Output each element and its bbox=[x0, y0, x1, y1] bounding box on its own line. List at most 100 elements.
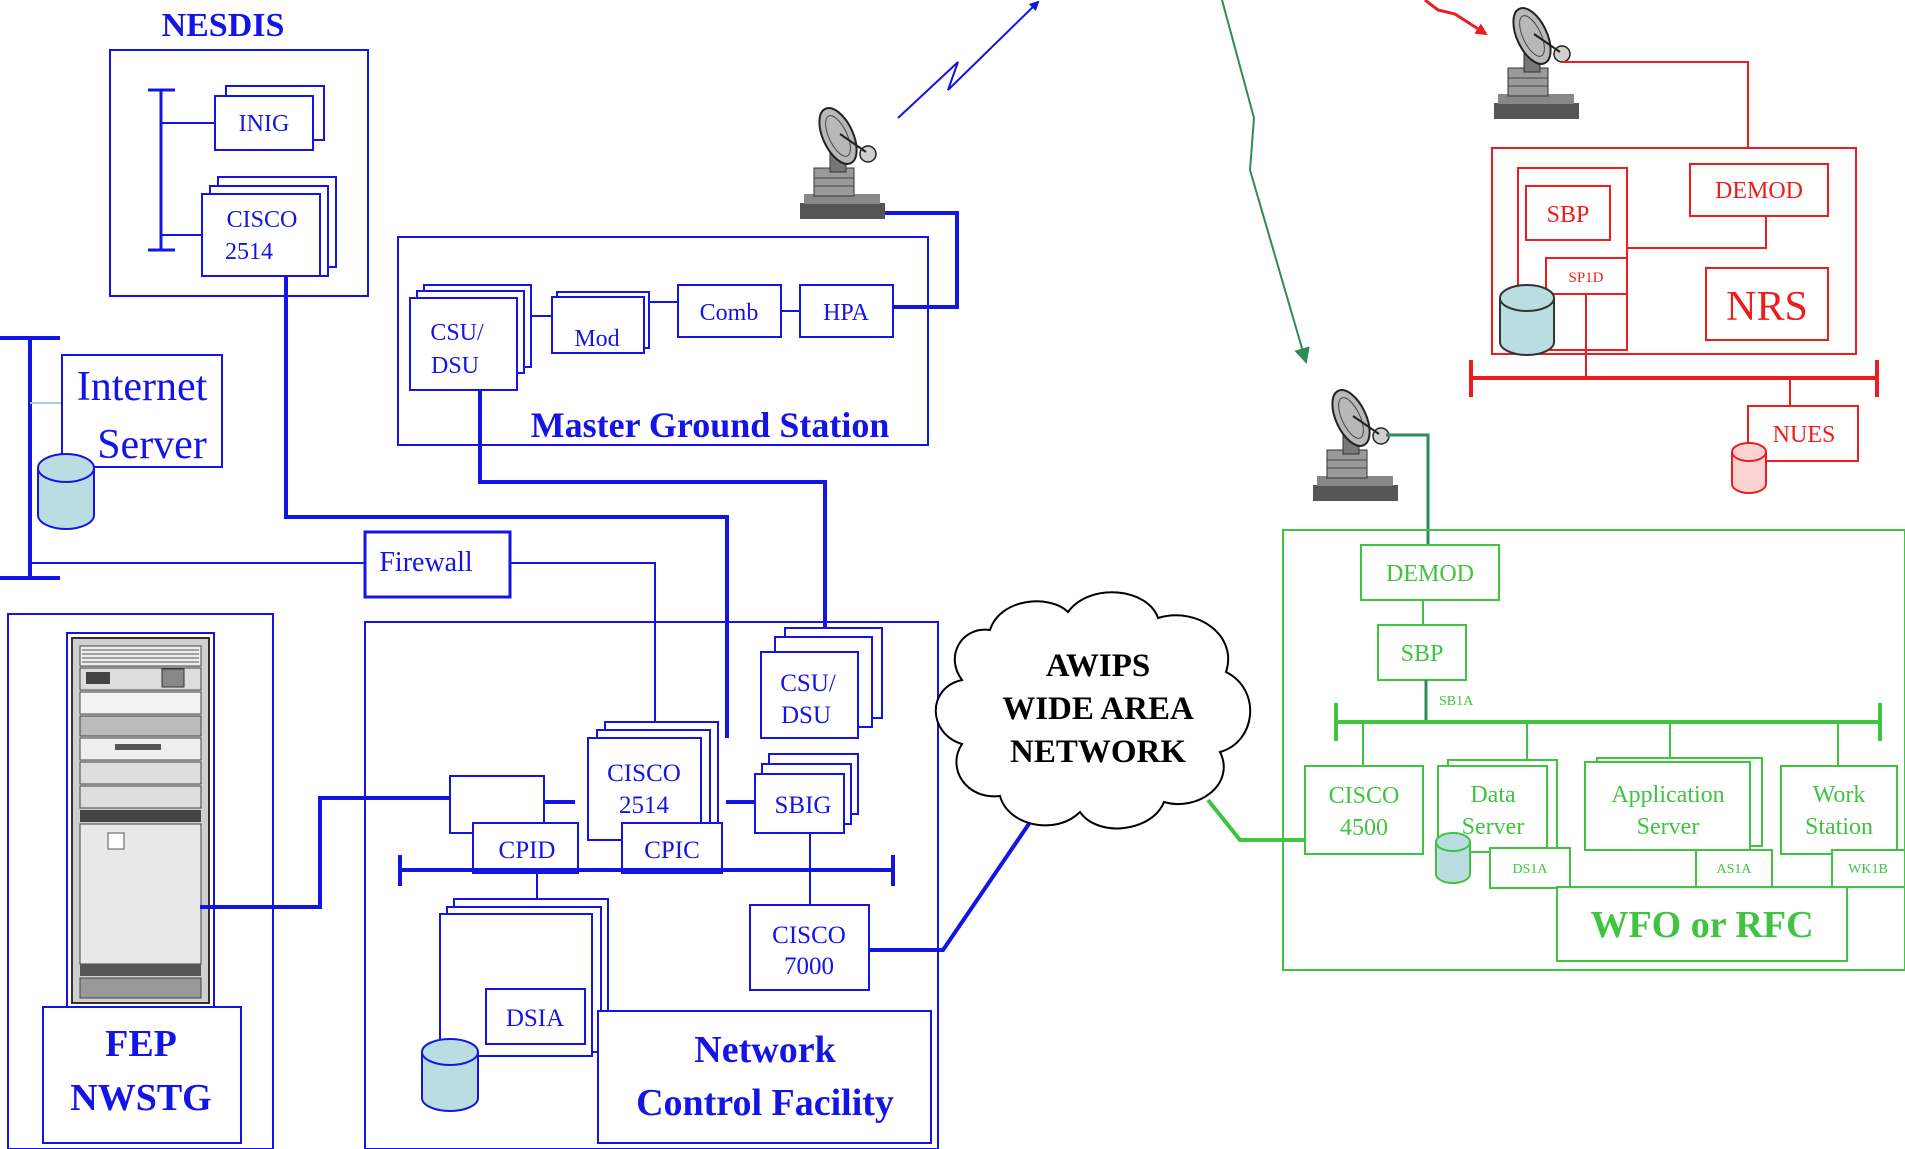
nrs-nues-box: NUES bbox=[1747, 405, 1859, 462]
wfo-site-group: DEMOD SBP SB1A CISCO 4500 Data Server DS… bbox=[1282, 529, 1905, 971]
nrs-site-group: SBP DEMOD SP1D NRS NUES bbox=[1469, 147, 1879, 494]
nrs-box bbox=[1491, 147, 1857, 355]
ncf-dsia-label: DSIA bbox=[506, 1005, 564, 1032]
mgs-mod-label: Mod bbox=[574, 326, 619, 352]
nesdis-inig-label: INIG bbox=[239, 111, 290, 137]
fep-line1: FEP bbox=[105, 1023, 177, 1065]
nesdis-box bbox=[109, 49, 369, 297]
wfo-work-line2: Station bbox=[1805, 814, 1873, 840]
nrs-nrs-box: NRS bbox=[1705, 267, 1829, 341]
ncf-dsia-box bbox=[485, 988, 586, 1045]
wfo-sbp-label: SBP bbox=[1401, 641, 1444, 667]
ncf-csu-dsu-box: CSU/ DSU bbox=[760, 627, 883, 739]
mgs-comb-label: Comb bbox=[700, 300, 759, 326]
nrs-sp1d-box: SP1D bbox=[1545, 257, 1628, 295]
mgs-hpa-box: HPA bbox=[799, 284, 894, 338]
ncf-cisco-7000-line1: CISCO bbox=[772, 922, 846, 949]
internet-server-group: Internet Server bbox=[0, 336, 365, 580]
wfo-workstation-box: Work Station WK1B bbox=[1780, 765, 1905, 888]
nesdis-cisco-line1: CISCO bbox=[227, 207, 298, 233]
wfo-data-server-box: Data Server DS1A bbox=[1435, 759, 1571, 889]
wfo-title-box bbox=[1556, 886, 1848, 962]
ncf-cpid-box: CPID bbox=[472, 822, 579, 874]
wfo-disk-icon bbox=[1435, 832, 1471, 884]
firewall-label: Firewall bbox=[379, 547, 473, 578]
wfo-demod-box: DEMOD bbox=[1360, 544, 1500, 601]
fep-label-box bbox=[42, 1006, 242, 1144]
ncf-title-box bbox=[597, 1010, 932, 1144]
wfo-sbp-box: SBP bbox=[1377, 624, 1467, 681]
wfo-cisco-line2: 4500 bbox=[1340, 815, 1388, 841]
ncf-cpic-box: CPIC bbox=[621, 822, 723, 874]
ncf-cisco-7000-line2: 7000 bbox=[784, 953, 834, 980]
wfo-box bbox=[1282, 529, 1905, 971]
mgs-mod-box: Mod bbox=[551, 291, 650, 354]
nesdis-cisco-line2: 2514 bbox=[225, 239, 273, 265]
mgs-csu-line2: DSU bbox=[431, 353, 479, 379]
nrs-sp1d-label: SP1D bbox=[1568, 270, 1603, 286]
wfo-downlink-arrow bbox=[1221, 0, 1310, 364]
ncf-cisco-2514-line1: CISCO bbox=[607, 760, 681, 787]
nues-disk-icon bbox=[1731, 442, 1767, 494]
ncf-sbig-box: SBIG bbox=[754, 753, 859, 834]
ncf-csu-line2: DSU bbox=[781, 702, 831, 729]
internet-server-line1: Internet bbox=[77, 364, 208, 410]
wfo-as1a-label: AS1A bbox=[1716, 862, 1752, 877]
fep-group: FEP NWSTG bbox=[7, 613, 274, 1149]
nrs-demod-box: DEMOD bbox=[1689, 163, 1829, 217]
mgs-title: Master Ground Station bbox=[531, 405, 890, 445]
uplink-arrow bbox=[897, 0, 1040, 119]
awips-wan-line3: NETWORK bbox=[1010, 734, 1186, 770]
network-control-facility-group: CISCO 2514 CSU/ DSU SBIG CPID CPIC bbox=[364, 621, 939, 1149]
ncf-csu-line1: CSU/ bbox=[780, 670, 836, 697]
wfo-satellite-dish-icon bbox=[1312, 383, 1399, 502]
ncf-cisco-7000-box: CISCO 7000 bbox=[749, 904, 870, 991]
fep-line2: NWSTG bbox=[70, 1077, 211, 1119]
mgs-hpa-label: HPA bbox=[823, 300, 869, 326]
wfo-app-line2: Server bbox=[1637, 814, 1700, 840]
nrs-disk-icon bbox=[1499, 284, 1555, 356]
nesdis-group: NESDIS INIG CISCO 2514 bbox=[109, 7, 369, 297]
wfo-cisco-4500-box: CISCO 4500 bbox=[1304, 765, 1424, 855]
ncf-disk-icon bbox=[421, 1038, 479, 1112]
wfo-cisco-line1: CISCO bbox=[1329, 783, 1400, 809]
wfo-wk1b-label: WK1B bbox=[1848, 862, 1888, 877]
internet-server-box bbox=[61, 354, 223, 468]
ncf-cpic-label: CPIC bbox=[644, 837, 700, 864]
firewall-box: Firewall bbox=[363, 530, 512, 599]
wfo-title: WFO or RFC bbox=[1590, 904, 1813, 946]
wfo-demod-label: DEMOD bbox=[1386, 561, 1474, 587]
nrs-sbp-label: SBP bbox=[1547, 202, 1590, 228]
wfo-data-line1: Data bbox=[1470, 782, 1516, 808]
ncf-cisco-2514-box: CISCO 2514 bbox=[587, 721, 719, 841]
ncf-cisco-2514-line2: 2514 bbox=[619, 792, 670, 819]
wfo-data-line2: Server bbox=[1462, 814, 1525, 840]
nrs-sbp-box: SBP bbox=[1525, 185, 1611, 241]
server-rack-icon bbox=[71, 637, 210, 1004]
awips-wan-line2: WIDE AREA bbox=[1002, 691, 1194, 727]
nrs-nrs-label: NRS bbox=[1726, 284, 1808, 330]
mgs-csu-line1: CSU/ bbox=[430, 320, 484, 346]
wfo-work-line1: Work bbox=[1813, 782, 1866, 808]
ncf-sbig-label: SBIG bbox=[775, 792, 832, 819]
internet-server-line2: Server bbox=[97, 422, 207, 468]
mgs-comb-box: Comb bbox=[677, 284, 782, 338]
awips-wan-cloud: AWIPS WIDE AREA NETWORK bbox=[934, 591, 1251, 830]
nrs-satellite-dish-icon bbox=[1493, 1, 1580, 121]
nesdis-inig-box: INIG bbox=[214, 85, 325, 151]
fep-outer-box bbox=[7, 613, 274, 1149]
wfo-application-server-box: Application Server AS1A bbox=[1584, 757, 1773, 888]
nrs-demod-label: DEMOD bbox=[1715, 178, 1803, 204]
nrs-nues-label: NUES bbox=[1773, 422, 1836, 448]
master-ground-station-group: CSU/ DSU Mod Comb HPA Master Ground Stat… bbox=[397, 236, 929, 446]
nrs-downlink-arrow bbox=[1424, 0, 1488, 36]
ncf-title-line2: Control Facility bbox=[636, 1082, 894, 1124]
mgs-satellite-dish-icon bbox=[799, 101, 886, 220]
internet-server-disk-icon bbox=[37, 453, 95, 530]
awips-wan-line1: AWIPS bbox=[1046, 648, 1151, 684]
mgs-csu-dsu-box: CSU/ DSU bbox=[409, 284, 532, 391]
wfo-sb1a-label: SB1A bbox=[1439, 694, 1474, 709]
ncf-title-line1: Network bbox=[694, 1029, 836, 1071]
nesdis-title: NESDIS bbox=[162, 7, 285, 44]
